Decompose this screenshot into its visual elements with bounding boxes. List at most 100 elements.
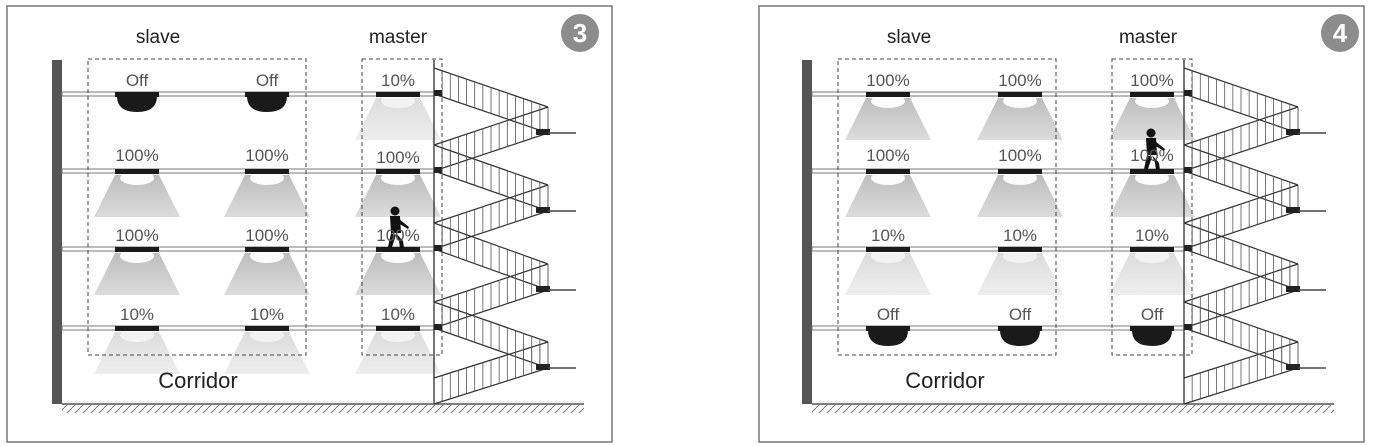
master-level: 100% (376, 148, 419, 167)
light-cone (355, 98, 441, 140)
lamp-glow (871, 171, 905, 185)
lamp-glow (250, 249, 284, 263)
master-column-label: master (369, 27, 428, 48)
lamp-glow (120, 171, 154, 185)
panel-frame (6, 5, 613, 443)
light-fixture (245, 247, 289, 252)
lamp-glow (871, 94, 905, 108)
floor-4: 100% 100% 100% (866, 71, 1173, 90)
stair-landing (434, 167, 442, 173)
slave-left-level: 100% (866, 71, 909, 90)
slave-right-level: 100% (998, 71, 1041, 90)
master-level: Off (1141, 305, 1164, 324)
lamp-glow (120, 328, 154, 342)
lamp-glow (381, 94, 415, 108)
light-cone (977, 175, 1063, 217)
lamp-glow (1135, 94, 1169, 108)
light-fixture (866, 247, 910, 252)
staircase (433, 60, 576, 405)
slave-left-level: Off (126, 71, 149, 90)
light-fixture (245, 326, 289, 331)
light-fixture (376, 92, 420, 97)
person-arm (1154, 141, 1165, 151)
stair-landing (536, 364, 550, 370)
stair-landing (434, 245, 442, 251)
stair-landing (536, 286, 550, 292)
light-cone (1109, 253, 1195, 295)
lamp-glow (1135, 171, 1169, 185)
slave-left-level: 10% (871, 226, 905, 245)
master-level: 10% (381, 71, 415, 90)
light-cone (1109, 175, 1195, 217)
lamp-glow (250, 171, 284, 185)
lamp-glow (1135, 249, 1169, 263)
slave-right-level: Off (256, 71, 279, 90)
light-fixture (115, 92, 159, 97)
stair-landing (1286, 364, 1300, 370)
light-fixture (998, 247, 1042, 252)
lamp-glow (1003, 249, 1037, 263)
slave-right-level: 10% (250, 305, 284, 324)
light-cone (1109, 98, 1195, 140)
light-fixture (998, 92, 1042, 97)
light-fixture (115, 169, 159, 174)
slave-column-label: slave (887, 27, 931, 48)
light-fixture (376, 326, 420, 331)
stair-landing (536, 129, 550, 135)
light-fixture (245, 169, 289, 174)
ground-hatch (62, 405, 584, 413)
person-arm (398, 219, 409, 229)
stair-landing (1184, 324, 1192, 330)
master-level: 100% (1130, 146, 1173, 165)
light-cone (355, 175, 441, 217)
step-number: 4 (1333, 18, 1348, 48)
lamp-glow (1003, 171, 1037, 185)
lamp-glow (120, 249, 154, 263)
person-head (1146, 128, 1156, 138)
panel-frame (758, 5, 1365, 443)
slave-left-level: 100% (866, 146, 909, 165)
step-badge: 4 (1321, 14, 1359, 52)
slave-left-level: Off (877, 305, 900, 324)
light-cone (224, 175, 310, 217)
light-cone (224, 332, 310, 374)
master-zone-box (1111, 58, 1193, 356)
slave-right-level: 100% (245, 146, 288, 165)
master-level: 100% (1130, 71, 1173, 90)
lamp-glow (871, 249, 905, 263)
stair-landing (1286, 286, 1300, 292)
corridor-label: Corridor (158, 368, 237, 393)
light-cone (224, 253, 310, 295)
master-level: 10% (381, 305, 415, 324)
person-head (390, 206, 400, 216)
master-column-label: master (1119, 27, 1178, 48)
ground-hatch (812, 405, 1334, 413)
stair-landing (434, 324, 442, 330)
light-fixture (376, 169, 420, 174)
light-fixture (1130, 92, 1174, 97)
step-number: 3 (573, 18, 587, 48)
light-fixture (866, 169, 910, 174)
light-fixture (1130, 326, 1174, 331)
master-level: 100% (376, 226, 419, 245)
lamp-off-dome (868, 330, 908, 346)
light-cone (845, 253, 931, 295)
floor-1: 10% 10% 10% (120, 305, 415, 324)
light-fixture (1130, 169, 1174, 174)
stair-landing (536, 207, 550, 213)
light-cone (845, 98, 931, 140)
person-icon (388, 206, 409, 248)
slave-column-label: slave (136, 27, 180, 48)
master-level: 10% (1135, 226, 1169, 245)
slave-right-level: 100% (245, 226, 288, 245)
floor-2: 10% 10% 10% (871, 226, 1169, 245)
light-fixture (866, 92, 910, 97)
lamp-glow (250, 328, 284, 342)
corridor-wall (802, 60, 812, 404)
step-badge: 3 (561, 14, 599, 52)
person-torso (390, 216, 401, 233)
corridor-label: Corridor (905, 368, 984, 393)
stair-landing (1184, 90, 1192, 96)
panel-step-4: 4 slave master Corridor 100% 100% 100% 1… (758, 5, 1365, 443)
